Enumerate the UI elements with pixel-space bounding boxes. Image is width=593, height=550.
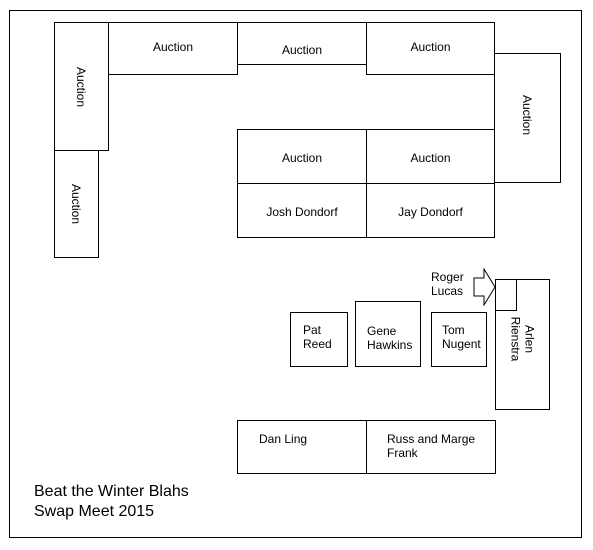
booth-label: Tom Nugent — [442, 323, 481, 351]
booth-label: Josh Dondorf — [266, 205, 338, 219]
booth-label: Jay Dondorf — [398, 205, 463, 219]
booth-jay-dondorf: Jay Dondorf — [366, 183, 495, 238]
map-border — [9, 10, 582, 538]
booth-gene-hawkins: Gene Hawkins — [355, 301, 421, 367]
booth-auction-mid-1: Auction — [237, 129, 367, 184]
booth-josh-dondorf: Josh Dondorf — [237, 183, 367, 238]
booth-label: Auction — [69, 183, 84, 225]
label-roger-lucas: Roger Lucas — [431, 270, 464, 298]
booth-auction-right: Auction — [494, 53, 561, 183]
booth-auction-mid-2: Auction — [366, 129, 495, 184]
booth-label: Russ and Marge Frank — [387, 432, 476, 460]
booth-label: Auction — [74, 66, 89, 107]
booth-label: Auction — [152, 39, 194, 54]
booth-label: Auction — [410, 39, 451, 54]
booth-dan-ling: Dan Ling — [237, 420, 367, 474]
booth-auction-top-2: Auction — [237, 22, 367, 65]
booth-label: Dan Ling — [259, 432, 308, 446]
arrow-right-icon — [473, 268, 496, 306]
booth-label: Auction — [281, 151, 323, 165]
booth-label: Auction — [520, 94, 535, 136]
booth-label: Arlen Rienstra — [508, 316, 537, 361]
booth-pat-reed: Pat Reed — [290, 312, 348, 367]
booth-corner-marker — [495, 279, 517, 311]
booth-russ-marge-frank: Russ and Marge Frank — [366, 420, 496, 474]
booth-arlen-rienstra: Arlen Rienstra — [495, 279, 550, 410]
booth-label: Auction — [281, 42, 323, 57]
booth-auction-left-top: Auction — [54, 22, 109, 151]
booth-label: Gene Hawkins — [367, 324, 413, 352]
booth-label: Pat Reed — [303, 323, 332, 351]
booth-tom-nugent: Tom Nugent — [431, 312, 487, 367]
booth-auction-top-3: Auction — [366, 22, 495, 75]
booth-auction-top-1: Auction — [108, 22, 238, 75]
booth-auction-left-bottom: Auction — [54, 150, 99, 258]
booth-label: Auction — [410, 151, 451, 165]
map-title: Beat the Winter Blahs Swap Meet 2015 — [34, 483, 189, 520]
